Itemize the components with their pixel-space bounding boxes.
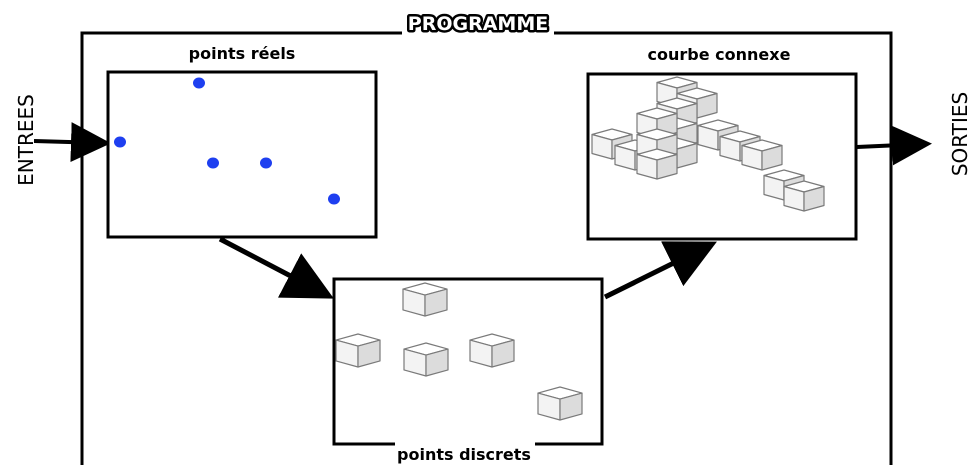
cube	[783, 180, 825, 212]
output-arrow	[856, 125, 932, 166]
cube	[469, 333, 515, 368]
cube	[741, 139, 783, 171]
real-points-layer	[114, 77, 340, 205]
programme-title: PROGRAMME PROGRAMME	[402, 10, 554, 38]
cube	[402, 282, 448, 317]
panel-discrete-points-label: points discrets	[397, 445, 531, 464]
panel-real-points: points réels	[106, 44, 378, 239]
panel-discrete-points: points discrets	[332, 277, 604, 464]
output-label: SORTIES	[948, 92, 970, 176]
input-arrow	[33, 122, 111, 163]
real-point	[193, 77, 205, 89]
real-point	[260, 157, 272, 169]
real-point	[207, 157, 219, 169]
discrete-points-cubes	[335, 282, 583, 421]
real-point	[114, 136, 126, 148]
input-label: ENTREES	[14, 94, 38, 186]
cube	[537, 386, 583, 421]
cube	[636, 148, 678, 180]
programme-title-text: PROGRAMME	[408, 13, 548, 35]
svg-text:PROGRAMME: PROGRAMME	[408, 13, 548, 35]
arrow-real-to-discrete	[218, 236, 334, 299]
panel-connected-curve-label: courbe connexe	[648, 45, 791, 64]
arrow-discrete-to-curve	[603, 241, 717, 300]
cube	[335, 333, 381, 368]
connected-curve-cubes	[591, 76, 825, 212]
real-point	[328, 193, 340, 205]
cube	[403, 342, 449, 377]
panel-connected-curve: courbe connexe	[586, 45, 858, 241]
panel-real-points-label: points réels	[189, 44, 296, 63]
